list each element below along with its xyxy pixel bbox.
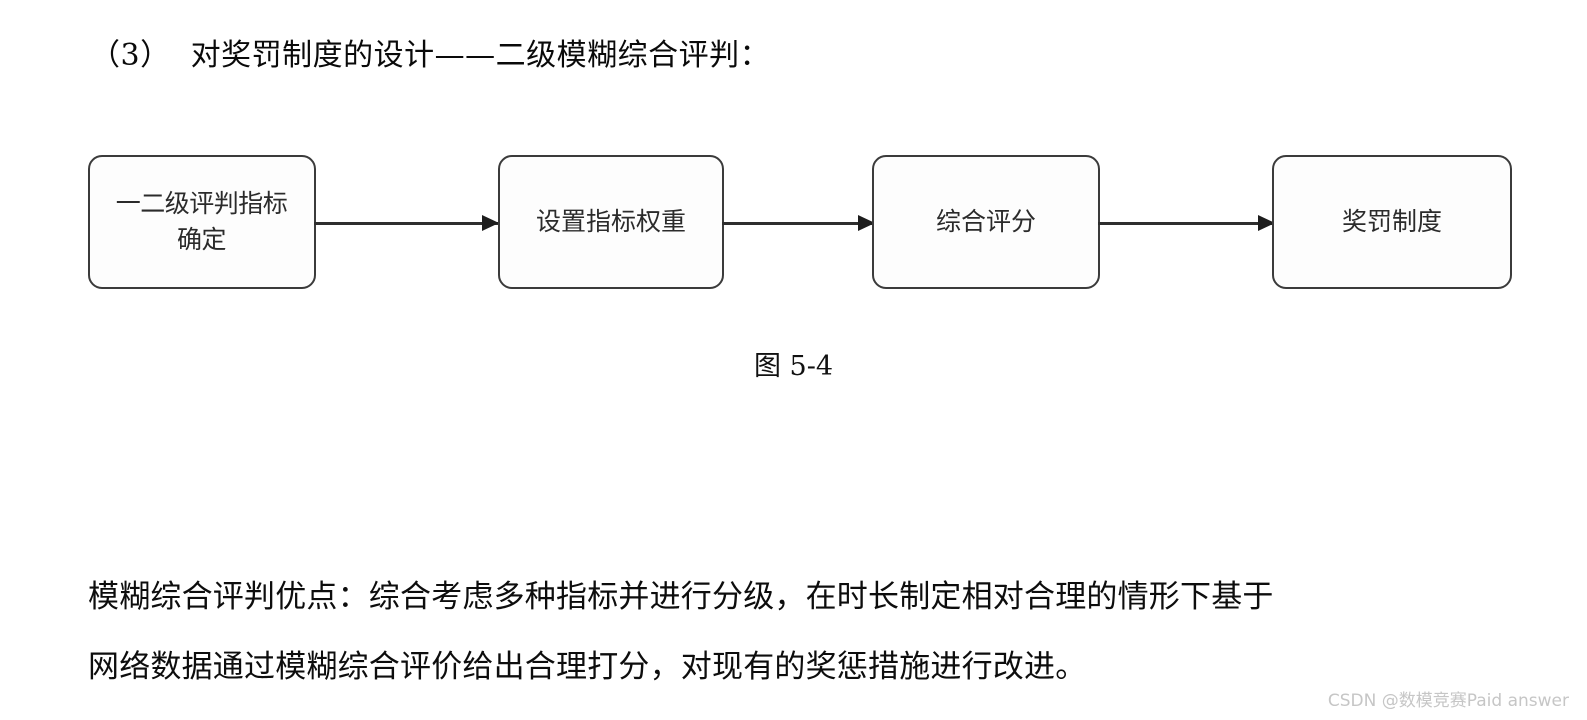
- flowchart-node-label: 一二级评判指标 确定: [115, 189, 288, 254]
- arrow-right-icon: [1258, 215, 1275, 231]
- flowchart-node-composite-score: 综合评分: [872, 155, 1100, 289]
- flowchart-diagram: 一二级评判指标 确定 设置指标权重 综合评分 奖罚制度: [0, 0, 1587, 330]
- csdn-watermark: CSDN @数模竞赛Paid answer: [1327, 691, 1569, 711]
- paragraph-line: 网络数据通过模糊综合评价给出合理打分，对现有的奖惩措施进行改进。: [88, 649, 1087, 685]
- flowchart-node-label: 奖罚制度: [1341, 207, 1442, 236]
- section-heading: （3） 对奖罚制度的设计——二级模糊综合评判：: [90, 38, 771, 73]
- flowchart-node-label: 设置指标权重: [535, 207, 686, 236]
- flowchart-node-label: 综合评分: [935, 207, 1036, 236]
- flowchart-node-indicator-determination: 一二级评判指标 确定: [88, 155, 316, 289]
- arrow-right-icon: [858, 215, 875, 231]
- arrow-right-icon: [482, 215, 499, 231]
- flowchart-node-set-weights: 设置指标权重: [498, 155, 724, 289]
- figure-caption: 图 5-4: [753, 351, 834, 382]
- flowchart-connector-1: [314, 215, 499, 231]
- paragraph-line: 模糊综合评判优点：综合考虑多种指标并进行分级，在时长制定相对合理的情形下基于: [88, 579, 1274, 615]
- flowchart-node-reward-penalty-system: 奖罚制度: [1272, 155, 1512, 289]
- flowchart-connector-3: [1098, 215, 1275, 231]
- body-paragraph: 模糊综合评判优点：综合考虑多种指标并进行分级，在时长制定相对合理的情形下基于 网…: [88, 562, 1508, 702]
- flowchart-connector-2: [722, 215, 875, 231]
